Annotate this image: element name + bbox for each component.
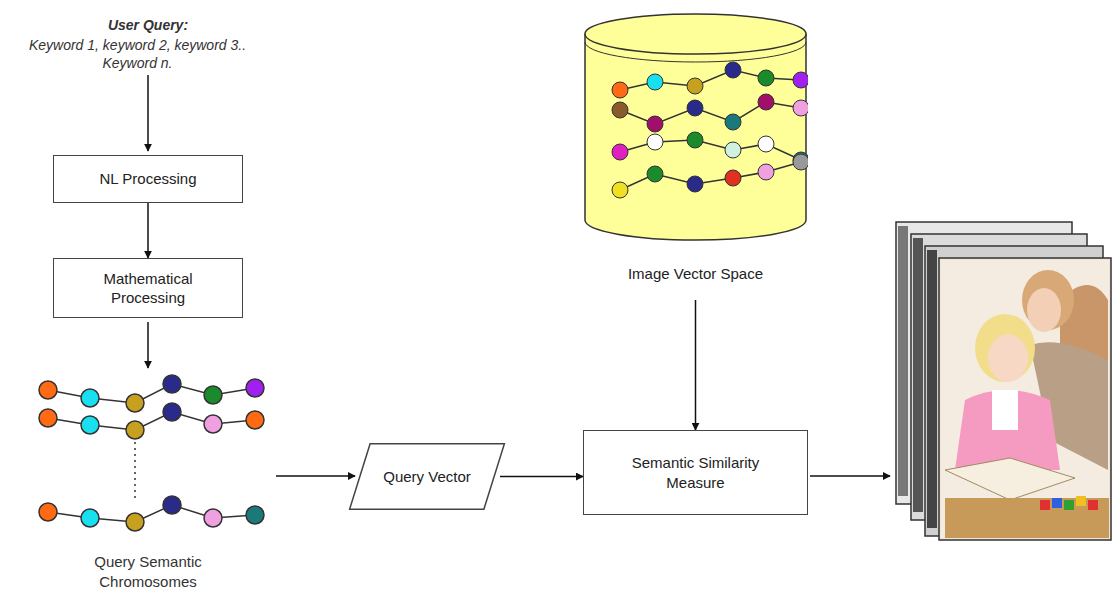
flow-arrow	[276, 475, 355, 477]
node-text: NL Processing	[100, 169, 197, 189]
flow-arrow	[695, 300, 697, 430]
node-text: Image Vector Space	[583, 264, 808, 284]
process-box: Mathematical Processing	[53, 258, 243, 318]
result-images	[896, 222, 1111, 540]
caption-text: Query Semantic Chromosomes	[48, 552, 248, 591]
process-box: NL Processing	[53, 155, 243, 203]
query-heading: User Query:	[23, 16, 273, 34]
parallelogram-shape	[350, 444, 505, 510]
flow-arrow	[147, 75, 149, 151]
node-text: Mathematical Processing	[83, 269, 213, 308]
flow-arrow	[810, 475, 890, 477]
node-text: Query Vector	[383, 467, 471, 487]
data-parallelogram: Query Vector	[348, 443, 506, 510]
database-cylinder: Image Vector Space	[583, 12, 808, 300]
flow-arrow	[500, 476, 583, 478]
cylinder-caption: Image Vector Space	[583, 264, 808, 284]
node-text: Semantic Similarity Measure	[621, 453, 771, 492]
query-keywords: Keyword 1, keyword 2, keyword 3.. Keywor…	[10, 36, 265, 72]
flow-arrow	[147, 203, 149, 258]
flow-arrow	[147, 322, 149, 368]
cylinder-outline	[583, 12, 808, 244]
process-box: Semantic Similarity Measure	[583, 430, 808, 515]
chromosome-chains	[39, 375, 264, 531]
